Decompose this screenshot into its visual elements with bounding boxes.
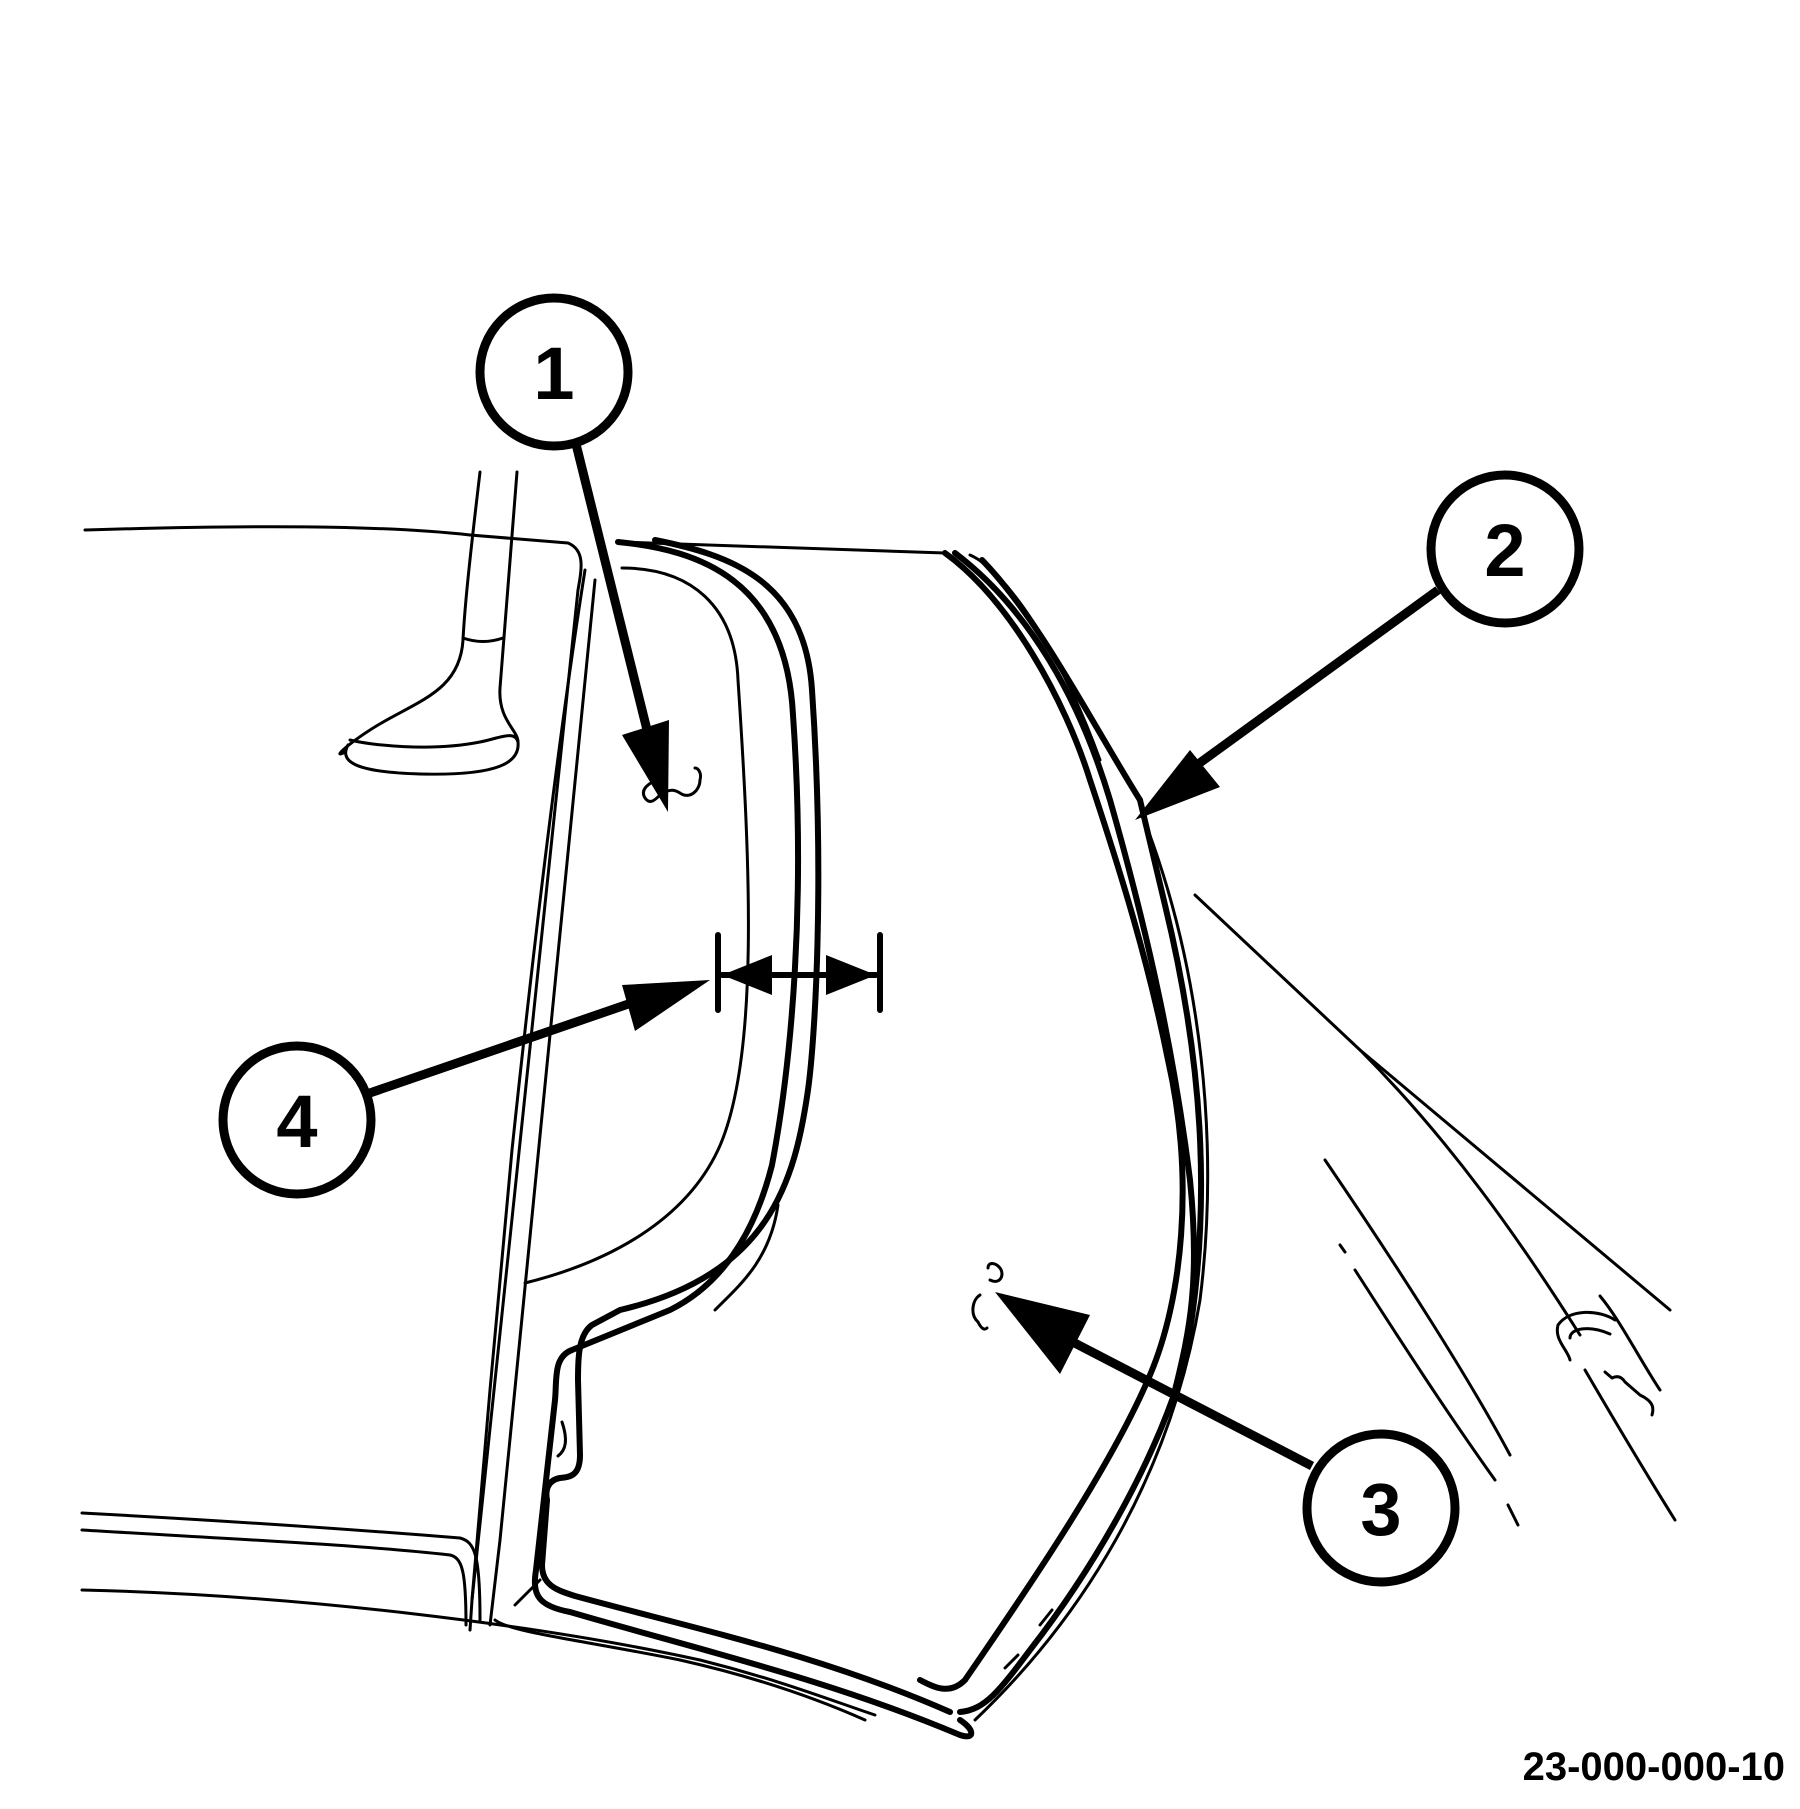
trunk-lines <box>1193 893 1677 1527</box>
callout-1-leader <box>570 438 669 812</box>
callout-balloon-1: 1 <box>475 293 633 451</box>
roof-line <box>83 525 472 537</box>
dimension-indicator <box>715 932 883 1013</box>
callout-balloon-4: 4 <box>218 1041 376 1199</box>
clip-mark-1 <box>642 766 702 803</box>
clip-mark-3 <box>971 1262 1004 1331</box>
callout-4-leader <box>362 980 710 1100</box>
rear-glass <box>917 550 1210 1722</box>
figure-code: 23-000-000-10 <box>1522 1745 1785 1789</box>
svg-text:3: 3 <box>1360 1468 1401 1551</box>
pillar-lines <box>468 533 597 1632</box>
lower-body-lines <box>80 1397 975 1740</box>
callout-balloon-3: 3 <box>1302 1429 1460 1587</box>
svg-text:4: 4 <box>276 1080 317 1163</box>
callout-2-leader <box>1135 586 1441 820</box>
callout-balloon-2: 2 <box>1426 470 1584 628</box>
callout-3-leader <box>995 1292 1315 1470</box>
quarter-window <box>523 537 822 1503</box>
svg-text:2: 2 <box>1484 509 1525 592</box>
svg-text:1: 1 <box>533 332 574 415</box>
antenna <box>338 470 520 776</box>
